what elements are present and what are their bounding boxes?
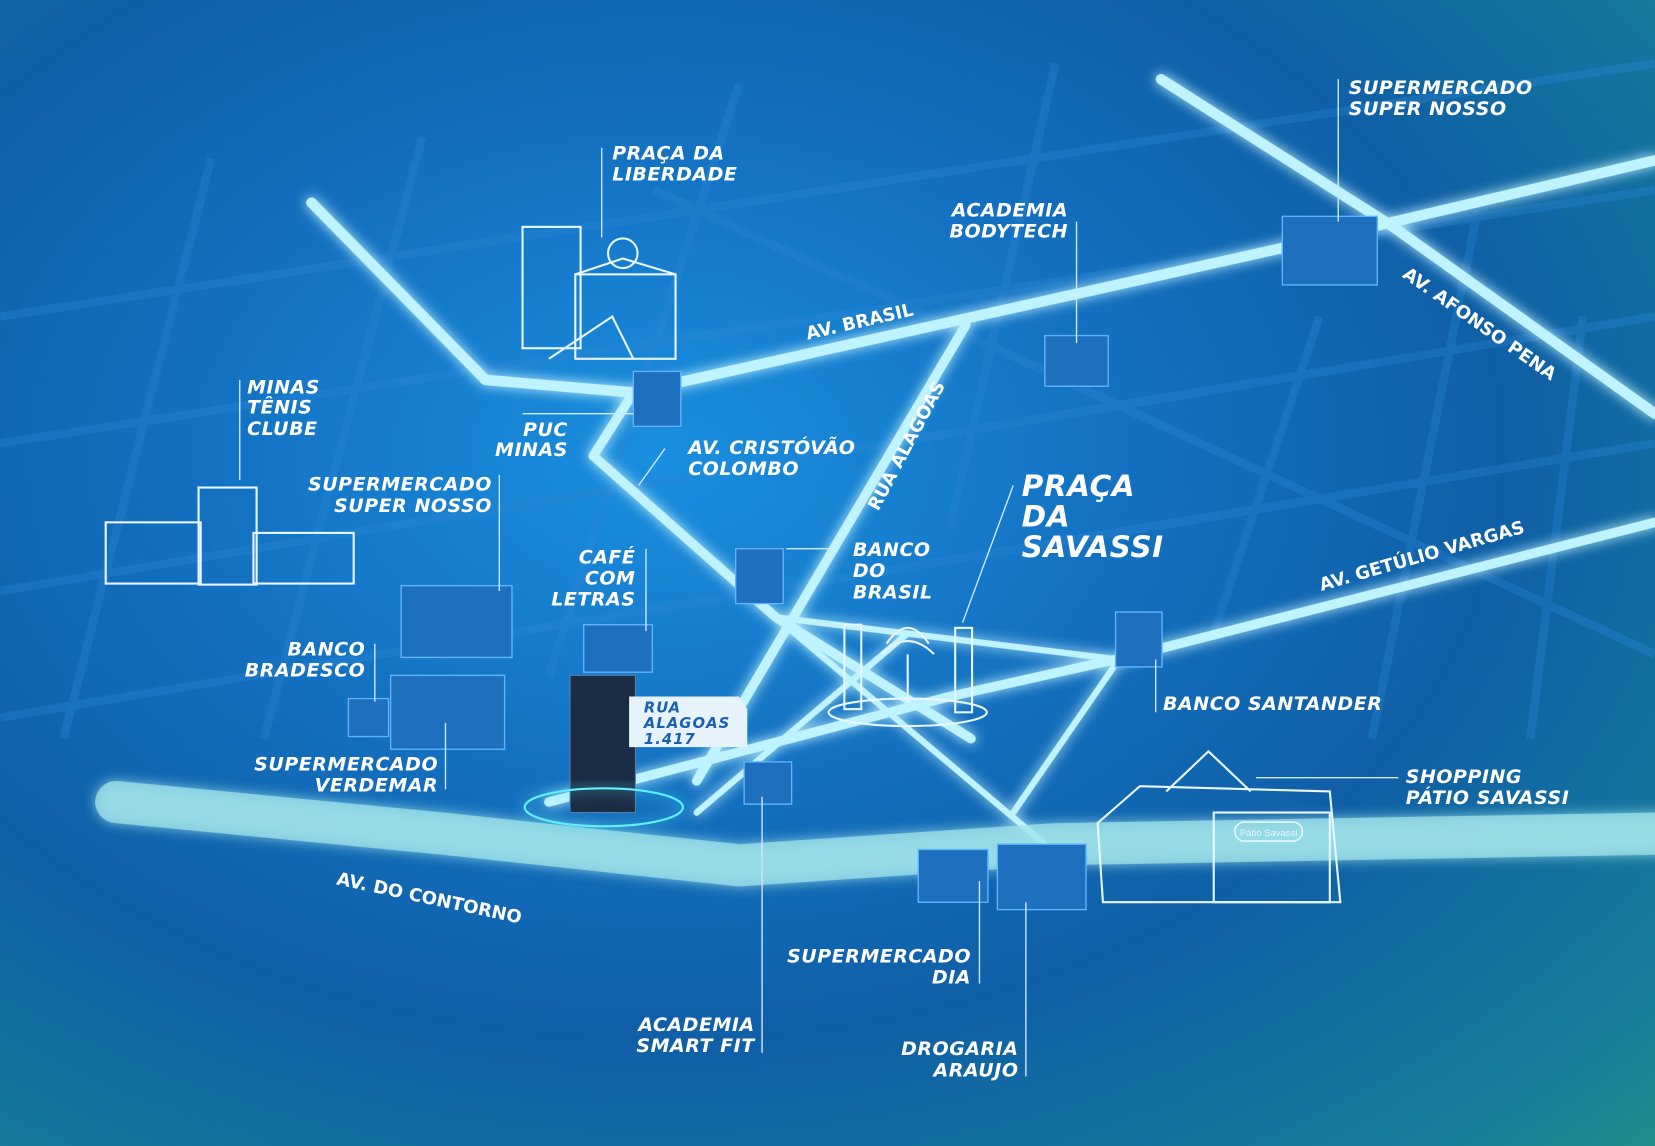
marker-dia (917, 848, 989, 903)
leader-lines (239, 79, 1399, 1077)
label-verdemar-1: SUPERMERCADO (254, 753, 438, 775)
praca-liberdade-illustration (521, 225, 677, 360)
address-line-3: 1.417 (644, 731, 696, 748)
building-illustration (523, 674, 684, 828)
marker-araujo (996, 843, 1087, 911)
label-smart-fit-2: SMART FIT (636, 1035, 756, 1057)
label-smart-fit-1: ACADEMIA (636, 1014, 754, 1036)
shopping-sign: Pátio Savassi (1240, 828, 1297, 839)
label-super-nosso-w-1: SUPERMERCADO (308, 474, 492, 496)
praca-savassi-fountain-illustration (827, 623, 988, 728)
label-banco-brasil-3: BRASIL (853, 581, 933, 603)
address-line-2: ALAGOAS (643, 715, 730, 732)
label-super-nosso-ne-1: SUPERMERCADO (1349, 77, 1533, 99)
marker-super-nosso-w (400, 584, 513, 659)
minas-tenis-illustration (104, 486, 355, 586)
place-markers (347, 215, 1378, 911)
label-dia-2: DIA (932, 966, 971, 988)
label-shopping-1: SHOPPING (1406, 766, 1522, 788)
label-araujo-2: ARAUJO (932, 1059, 1019, 1081)
label-puc-1: PUC (523, 419, 568, 441)
label-bodytech-2: BODYTECH (949, 220, 1068, 242)
label-verdemar-2: VERDEMAR (315, 774, 438, 796)
road-diagonal-nw (306, 197, 491, 386)
label-praca-savassi-3: SAVASSI (1022, 530, 1164, 564)
label-puc-2: MINAS (495, 439, 568, 461)
road-savassi-square (693, 614, 1122, 848)
road-label-cristovao-2: COLOMBO (688, 458, 799, 480)
road-label-cristovao-1: AV. CRISTÓVÃO (686, 435, 855, 459)
label-super-nosso-w-2: SUPER NOSSO (334, 495, 492, 517)
label-minas-tenis-2: TÊNIS (247, 396, 312, 419)
label-banco-brasil-1: BANCO (853, 539, 931, 561)
label-bodytech-1: ACADEMIA (950, 199, 1068, 221)
road-cristovao-colombo (588, 387, 976, 744)
road-getulio-vargas (544, 517, 1655, 807)
label-minas-tenis-3: CLUBE (247, 418, 317, 440)
street-grid (0, 59, 1655, 740)
marker-puc-minas (632, 370, 682, 428)
label-praca-savassi-1: PRAÇA (1022, 469, 1136, 503)
road-av-brasil (480, 155, 1655, 398)
marker-bradesco (347, 697, 390, 738)
label-cafe-2: COM (585, 568, 636, 590)
marker-bodytech (1044, 334, 1109, 387)
label-super-nosso-ne-2: SUPER NOSSO (1349, 98, 1507, 120)
label-bradesco-1: BANCO (288, 638, 366, 660)
label-shopping-2: PÁTIO SAVASSI (1406, 786, 1570, 809)
marker-banco-brasil (735, 548, 784, 605)
road-afonso-pena (1155, 73, 1655, 419)
label-santander: BANCO SANTANDER (1163, 693, 1382, 715)
label-bradesco-2: BRADESCO (245, 659, 365, 681)
road-av-contorno (95, 780, 1655, 887)
address-line-1: RUA (644, 699, 681, 716)
marker-smart-fit (743, 761, 793, 805)
address-callout: RUA ALAGOAS 1.417 (629, 696, 748, 748)
label-minas-tenis-1: MINAS (247, 377, 320, 399)
place-labels: PRAÇA DA LIBERDADE SUPERMERCADO SUPER NO… (245, 77, 1570, 1081)
marker-cafe-letras (583, 624, 654, 673)
label-cafe-1: CAFÉ (579, 546, 636, 569)
marker-verdemar (389, 674, 506, 750)
label-banco-brasil-2: DO (853, 560, 886, 582)
label-araujo-1: DROGARIA (901, 1038, 1018, 1060)
label-dia-1: SUPERMERCADO (787, 945, 971, 967)
label-praca-liberdade-1: PRAÇA DA (612, 142, 725, 164)
marker-santander (1114, 611, 1163, 668)
label-praca-liberdade-2: LIBERDADE (612, 163, 737, 185)
label-cafe-3: LETRAS (551, 589, 635, 611)
label-praca-savassi-2: DA (1022, 500, 1070, 534)
shopping-patio-savassi-illustration (1096, 749, 1342, 904)
marker-super-nosso-ne (1281, 215, 1378, 286)
road-label-av-contorno: AV. DO CONTORNO (335, 869, 524, 929)
